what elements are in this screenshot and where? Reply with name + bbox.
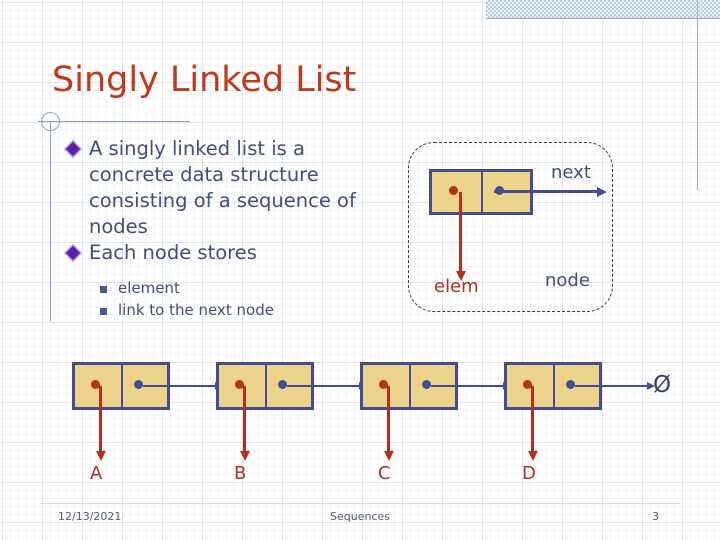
next-pointer-dot-icon [422,380,431,389]
label-next: next [551,162,591,183]
bullet-label-1: A singly linked list is a concrete data … [89,137,356,238]
element-pointer-dot-icon [235,380,244,389]
next-arrow-icon [494,186,607,197]
chain-tail-arrow-icon [575,382,655,390]
sub-bullet-label-2: link to the next node [118,301,274,319]
square-bullet-icon [100,286,107,293]
element-pointer-dot-icon [449,186,458,195]
element-pointer-dot-icon [91,380,100,389]
chain-next-arrow-icon [431,382,511,390]
footer-divider [40,503,680,504]
label-elem: elem [434,276,479,297]
chain-element-arrow-icon [239,386,250,461]
node-group-outline [408,142,613,312]
label-node: node [545,270,590,291]
anatomy-node-element-cell [432,172,483,212]
top-decor-rule [486,18,720,19]
chain-node-label: B [234,463,247,484]
element-pointer-dot-icon [379,380,388,389]
chain-element-arrow-icon [383,386,394,461]
elem-arrow-icon [455,192,466,281]
bullet-label-2: Each node stores [89,241,257,264]
chain-element-arrow-icon [527,386,538,461]
next-pointer-dot-icon [278,380,287,389]
footer-subject: Sequences [330,510,390,523]
sub-bullet-item-1: element [100,278,400,299]
bullet-item-2: Each node stores [66,240,366,266]
title-vertical-rule [50,121,51,321]
chain-element-arrow-icon [95,386,106,461]
diamond-bullet-icon [66,142,80,156]
null-terminator-symbol: Ø [653,372,672,398]
chain-next-arrow-icon [143,382,223,390]
chain-node-label: C [378,463,391,484]
chain-node-label: A [90,463,103,484]
top-decor-band [486,0,720,18]
square-bullet-icon [100,308,107,315]
footer-date: 12/13/2021 [58,510,122,523]
title-underline [38,121,190,122]
chain-next-arrow-icon [287,382,367,390]
diamond-bullet-icon [66,246,80,260]
footer-page-number: 3 [652,510,659,523]
right-decor-rule [697,0,698,190]
title-circle-motif [41,112,60,131]
element-pointer-dot-icon [523,380,532,389]
bullet-item-1: A singly linked list is a concrete data … [66,136,366,240]
next-pointer-dot-icon [566,380,575,389]
next-pointer-dot-icon [134,380,143,389]
sub-bullet-item-2: link to the next node [100,300,400,321]
sub-bullet-label-1: element [118,279,180,297]
chain-node-label: D [522,463,536,484]
slide-title: Singly Linked List [52,60,357,100]
